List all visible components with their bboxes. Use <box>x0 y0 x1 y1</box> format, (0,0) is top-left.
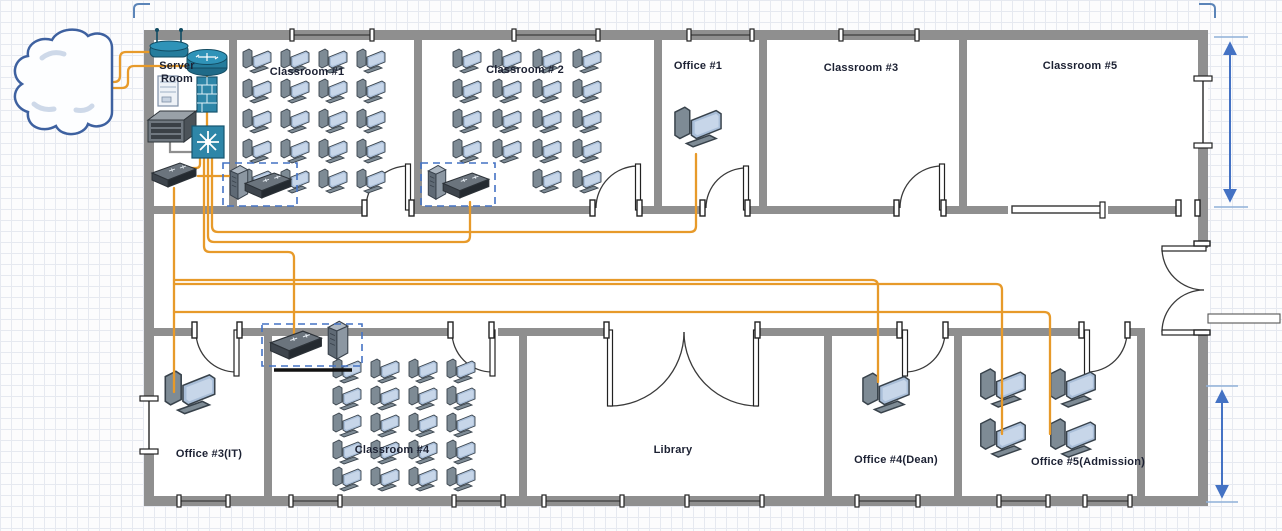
dimension-mark-top-right <box>1199 3 1216 18</box>
internet-cloud-icon[interactable] <box>13 28 114 136</box>
dimension-annotations <box>133 3 1248 503</box>
firewall-icon[interactable] <box>196 76 218 113</box>
cable-to-office4-pc <box>172 278 880 384</box>
rack-server-icon[interactable] <box>146 110 198 143</box>
network-cables <box>108 50 1052 436</box>
cable-to-classroom2-switch <box>206 156 472 244</box>
cable-cloud-to-ap <box>108 50 154 84</box>
selection-box <box>420 162 496 207</box>
uplink-rack-to-hub <box>168 142 192 154</box>
selection-box <box>222 162 298 207</box>
selection-box <box>261 323 363 367</box>
server-tower-icon[interactable] <box>229 164 249 200</box>
server-room-devices <box>146 28 228 188</box>
wireless-access-point-icon[interactable] <box>149 28 189 58</box>
cable-to-classroom4-switch <box>202 156 296 338</box>
cable-to-office1-pc <box>210 152 698 234</box>
windows <box>139 28 1281 508</box>
hub-switch-icon[interactable] <box>191 125 225 159</box>
building-floor <box>144 30 1208 506</box>
classroom-2-switch-group[interactable] <box>420 162 496 207</box>
classroom-4-switch-group[interactable] <box>261 320 363 372</box>
doors <box>195 165 1205 407</box>
server-tower-icon[interactable] <box>327 320 349 360</box>
cable-to-office5-pc-a <box>172 282 1004 436</box>
door-pivots <box>191 199 1211 339</box>
server-tower-icon[interactable] <box>427 164 447 200</box>
cable-hub-to-switch <box>182 156 202 170</box>
cable-cloud-to-router <box>108 64 190 90</box>
cable-to-office5-pc-b <box>172 310 1052 436</box>
classroom-1-switch-group[interactable] <box>222 162 298 207</box>
dimension-mark-top-left <box>133 3 150 18</box>
router-icon[interactable] <box>186 49 228 76</box>
server-icon[interactable] <box>157 75 179 107</box>
